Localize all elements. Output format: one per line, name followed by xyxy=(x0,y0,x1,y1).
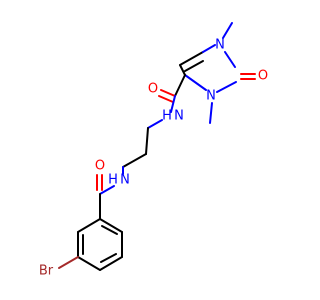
bond-carboxamide-n xyxy=(170,95,176,113)
bond-benzene-1-2 xyxy=(99,218,123,233)
bond-chain2-chain3 xyxy=(122,153,147,168)
atom-n-ring-1: N xyxy=(215,38,225,53)
bond-benzene-6-1 xyxy=(77,218,101,233)
atom-o-benzamide: O xyxy=(95,159,105,174)
bond-ring-c4-c5 xyxy=(179,51,204,66)
bond-benzene-br xyxy=(58,256,79,269)
bond-n-benzamide-c xyxy=(99,185,115,195)
atom-n-carboxamide: N xyxy=(174,109,184,124)
atom-n-ring-3: N xyxy=(206,89,216,104)
atom-o-carboxamide: O xyxy=(148,82,158,97)
bond-benzene-double-2 xyxy=(100,253,117,263)
atom-n-benzamide: N xyxy=(120,173,130,188)
bond-ring-c4-n1 xyxy=(202,44,216,53)
bond-carboxamide-o xyxy=(160,89,176,97)
bond-benzene-3-4 xyxy=(99,256,123,271)
bond-ring-c4-c5-double xyxy=(184,60,204,72)
bond-carboxamide-o-double xyxy=(158,95,174,103)
molecule-structure: O H N H N O N N O Br xyxy=(39,22,268,279)
bond-ring-n1-c2 xyxy=(224,51,236,68)
bond-n3-methyl xyxy=(209,102,213,124)
bond-c5-carboxamide xyxy=(174,74,186,97)
bond-benzene-4-5 xyxy=(77,256,101,271)
bond-benzene-double-1 xyxy=(101,225,118,235)
atom-br: Br xyxy=(39,264,54,279)
bond-n1-methyl xyxy=(222,22,233,39)
atom-o-ring: O xyxy=(258,69,268,84)
atom-h-carboxamide: H xyxy=(162,109,172,124)
bond-n-chain1 xyxy=(147,119,163,129)
bond-ring-c5-c4 xyxy=(179,64,186,76)
bond-ring-c2-n3 xyxy=(216,81,237,93)
bond-ring-n3-c5 xyxy=(184,74,207,91)
atom-h-benzamide: H xyxy=(108,173,118,188)
bond-chain1-chain2 xyxy=(145,127,149,155)
